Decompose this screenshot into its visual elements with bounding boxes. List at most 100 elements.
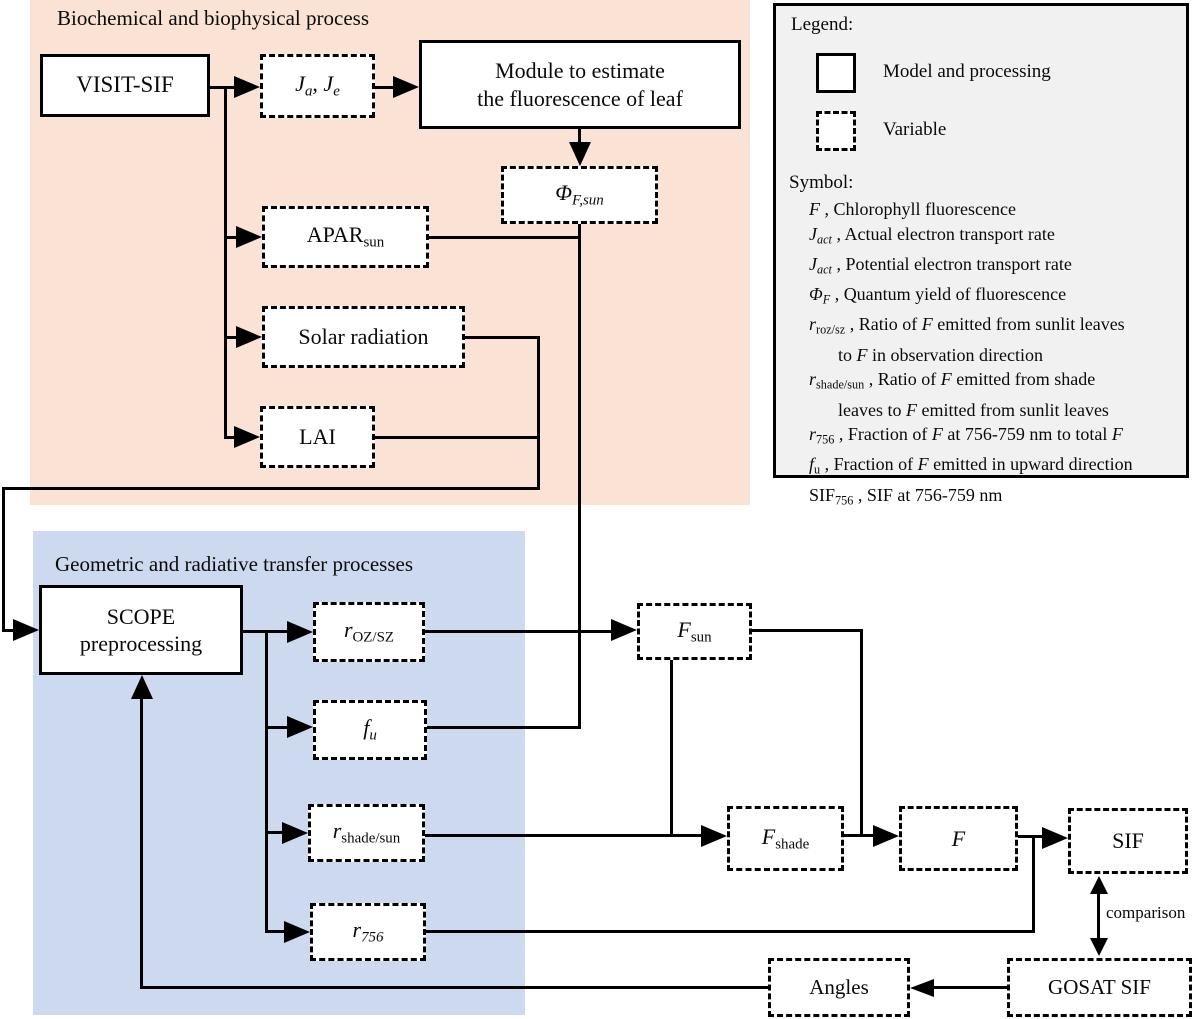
connector-mid-vertical xyxy=(537,336,540,490)
node-lai: LAI xyxy=(260,406,375,468)
arrowhead-into-phi xyxy=(569,142,591,166)
geometric-region-title: Geometric and radiative transfer process… xyxy=(55,552,414,576)
legend-swatch-model xyxy=(816,53,856,93)
connector-r756-in xyxy=(265,930,286,933)
connector-fsun-right-vertical xyxy=(860,629,863,837)
node-label: F xyxy=(951,825,966,851)
node-r-shade-sun: rshade/sun xyxy=(308,804,425,862)
node-f-u: fu xyxy=(313,700,427,760)
node-label: Fshade xyxy=(761,823,810,853)
connector-fshade-out xyxy=(844,834,875,837)
legend-symbol-line: leaves to F emitted from sunlit leaves xyxy=(838,399,1109,420)
node-label: rOZ/SZ xyxy=(343,617,395,646)
connector-rshade-in xyxy=(265,831,284,834)
connector-comparison-vertical xyxy=(1097,890,1100,940)
arrowhead-comparison-down xyxy=(1090,938,1108,956)
connector-r756-out xyxy=(426,930,1035,933)
node-label: Ja, Je xyxy=(295,71,340,100)
connector-j-out xyxy=(375,86,395,89)
node-r-756: r756 xyxy=(310,903,426,961)
connector-fu-in xyxy=(265,726,289,729)
node-j-rates: Ja, Je xyxy=(260,54,375,118)
connector-module-down xyxy=(578,129,581,145)
connector-solar-out xyxy=(465,336,540,339)
comparison-label: comparison xyxy=(1106,903,1186,922)
legend-symbol-line: SIF756 , SIF at 756-759 nm xyxy=(809,484,1003,508)
node-f-shade: Fshade xyxy=(727,806,844,871)
connector-fsun-out xyxy=(752,629,863,632)
connector-lai-out xyxy=(375,436,540,439)
connector-roz-out xyxy=(425,630,611,633)
node-label: Solar radiation xyxy=(298,324,429,350)
node-label: Fsun xyxy=(677,616,712,646)
node-label: ΦF,sun xyxy=(555,180,604,209)
legend-symbol-line: ΦF , Quantum yield of fluorescence xyxy=(809,284,1067,307)
connector-left-vertical xyxy=(2,487,5,632)
connector-apar-in xyxy=(224,236,238,239)
node-label: rshade/sun xyxy=(332,818,401,847)
node-sif: SIF xyxy=(1068,808,1188,874)
arrowhead-comparison-up xyxy=(1090,876,1108,894)
connector-angles-horizontal xyxy=(140,986,770,989)
legend-symbol-line: F , Chlorophyll fluorescence xyxy=(809,199,1016,219)
arrowhead-into-lai xyxy=(234,426,260,448)
legend-symbol-line: to F in observation direction xyxy=(838,344,1043,365)
legend-symbol-line: Jact , Potential electron transport rate xyxy=(809,253,1072,277)
node-phi-f-sun: ΦF,sun xyxy=(501,166,658,224)
legend-title: Legend: xyxy=(791,14,854,35)
connector-solar-in xyxy=(224,336,238,339)
legend-symbol-line: fu , Fraction of F emitted in upward dir… xyxy=(809,454,1133,478)
biochemical-region-title: Biochemical and biophysical process xyxy=(57,6,369,30)
arrowhead-into-solar xyxy=(236,326,262,348)
arrowhead-into-f xyxy=(873,825,899,847)
connector-scope-in xyxy=(2,629,15,632)
node-visit-sif: VISIT-SIF xyxy=(40,54,210,117)
arrowhead-into-scope-left xyxy=(13,619,39,641)
node-label: VISIT-SIF xyxy=(76,72,174,98)
node-apar-sun: APARsun xyxy=(262,206,429,268)
legend-item-variable-label: Variable xyxy=(883,119,947,140)
arrowhead-into-module xyxy=(393,76,419,98)
node-label: Angles xyxy=(809,975,869,1000)
arrowhead-into-scope-bottom xyxy=(131,675,153,699)
arrowhead-into-roz xyxy=(287,621,313,643)
connector-visit-out xyxy=(210,86,236,89)
connector-phi-vertical xyxy=(578,224,581,729)
connector-apar-out xyxy=(429,236,580,239)
node-label: APARsun xyxy=(306,222,385,251)
connector-rshade-out xyxy=(425,834,703,837)
connector-scope-up-vertical xyxy=(140,697,143,989)
legend-panel: Legend: Model and processing Variable Sy… xyxy=(773,3,1189,507)
connector-fu-out xyxy=(427,726,580,729)
connector-f-out xyxy=(1018,835,1044,838)
connector-r756-riser xyxy=(1032,836,1035,933)
arrowhead-into-r756 xyxy=(284,921,310,943)
legend-symbol-line: rroz/sz , Ratio of F emitted from sunlit… xyxy=(809,314,1125,338)
legend-swatch-variable xyxy=(816,111,856,151)
connector-fsun-bottom-vertical xyxy=(670,660,673,837)
node-solar-radiation: Solar radiation xyxy=(262,306,465,368)
connector-branch2-vertical xyxy=(265,630,268,933)
legend-symbol-line: Jact , Actual electron transport rate xyxy=(809,223,1055,247)
node-r-oz-sz: rOZ/SZ xyxy=(313,602,425,662)
arrowhead-into-jrates xyxy=(234,76,260,98)
connector-gosat-angles xyxy=(934,986,1007,989)
arrowhead-into-rshade xyxy=(282,822,308,844)
node-f: F xyxy=(899,806,1018,871)
legend-symbol-line: rshade/sun , Ratio of F emitted from sha… xyxy=(809,369,1096,392)
connector-lai-in xyxy=(224,436,236,439)
connector-branch1-vertical xyxy=(224,86,227,439)
arrowhead-into-fsun xyxy=(611,619,637,641)
arrowhead-into-angles xyxy=(910,979,934,997)
arrowhead-into-apar xyxy=(236,226,262,248)
connector-collect-horizontal xyxy=(2,487,540,490)
node-label: GOSAT SIF xyxy=(1048,975,1151,1000)
node-label: LAI xyxy=(299,424,336,450)
arrowhead-into-fu xyxy=(287,716,313,738)
legend-item-model-label: Model and processing xyxy=(883,61,1051,82)
node-f-sun: Fsun xyxy=(637,603,752,660)
